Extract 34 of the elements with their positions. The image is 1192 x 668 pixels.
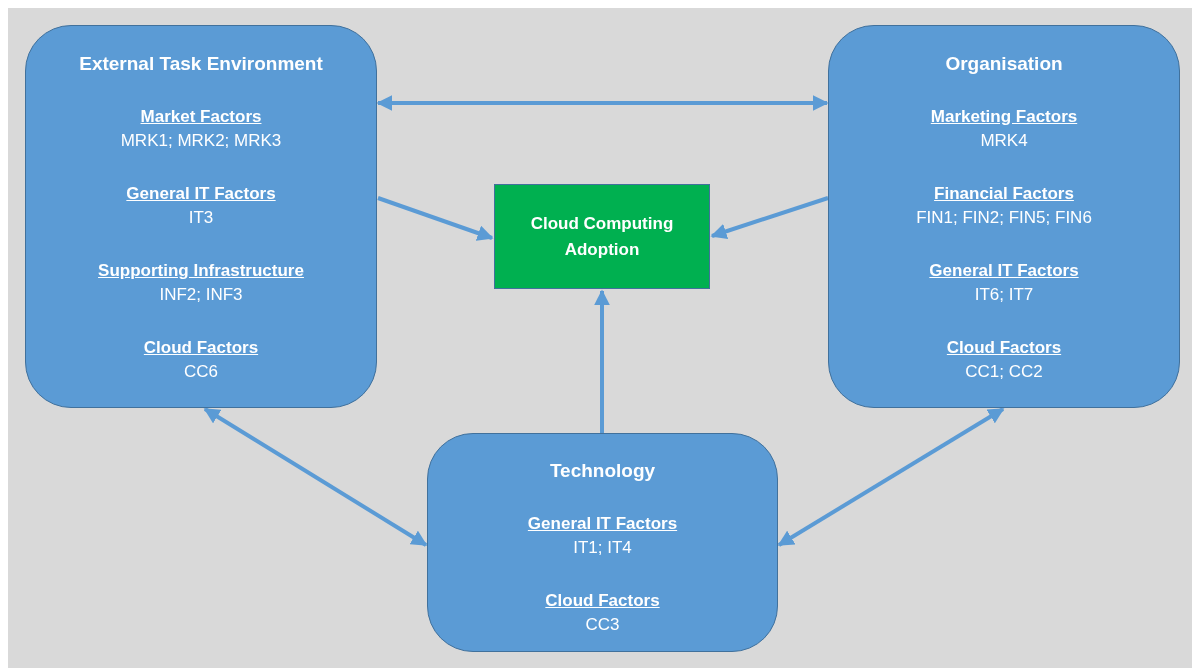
factor-group-box — [25, 25, 377, 408]
factor-heading: Cloud Factors — [545, 590, 660, 612]
group-heading: External Task Environment — [79, 52, 323, 76]
arrow — [377, 196, 494, 241]
factor-heading: General IT Factors — [929, 260, 1079, 282]
factor-codes: INF2; INF3 — [159, 284, 243, 306]
box-title: Cloud Computing Adoption — [529, 212, 675, 261]
factor-heading: Market Factors — [140, 106, 262, 128]
factor-heading: General IT Factors — [126, 183, 276, 205]
arrow — [594, 289, 610, 433]
factor-codes: FIN1; FIN2; FIN5; FIN6 — [916, 207, 1092, 229]
factor-codes: IT1; IT4 — [573, 537, 632, 559]
factor-codes: CC6 — [184, 361, 218, 383]
factor-group-box — [427, 433, 778, 652]
arrow — [710, 196, 829, 240]
group-heading: Technology — [549, 459, 656, 483]
factor-group-box — [828, 25, 1180, 408]
factor-codes: CC3 — [585, 614, 620, 636]
outcome-box — [494, 184, 710, 289]
factor-codes: MRK4 — [980, 130, 1028, 152]
factor-codes: CC1; CC2 — [965, 361, 1043, 383]
arrow — [777, 407, 1005, 547]
arrow — [203, 407, 428, 547]
factor-heading: Cloud Factors — [143, 337, 259, 359]
factor-heading: Cloud Factors — [946, 337, 1062, 359]
factor-codes: IT6; IT7 — [974, 284, 1034, 306]
factor-heading: Marketing Factors — [930, 106, 1078, 128]
factor-heading: Financial Factors — [934, 183, 1074, 205]
factor-heading: Supporting Infrastructure — [98, 260, 304, 282]
arrow — [376, 95, 829, 111]
factor-codes: IT3 — [188, 207, 214, 229]
factor-heading: General IT Factors — [527, 513, 678, 535]
group-heading: Organisation — [945, 52, 1063, 76]
factor-codes: MRK1; MRK2; MRK3 — [120, 130, 282, 152]
